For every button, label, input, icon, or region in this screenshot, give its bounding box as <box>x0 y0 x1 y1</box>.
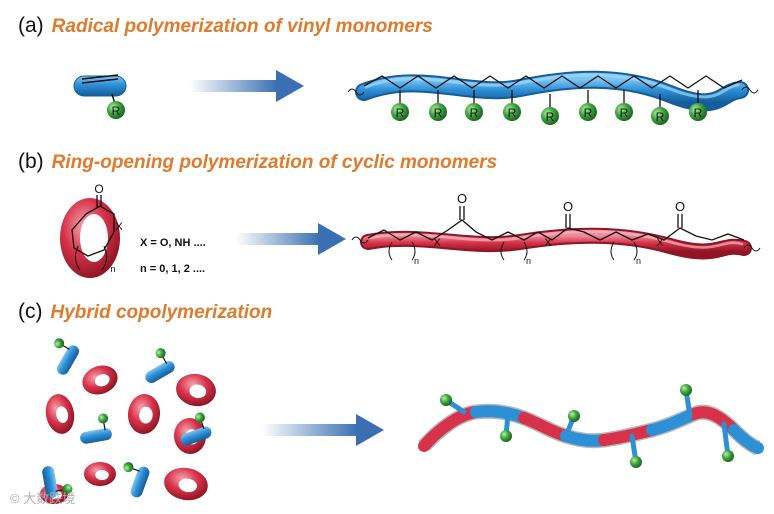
cyclic-monomer-ring <box>176 373 216 407</box>
substituent-label: R <box>470 106 479 120</box>
substituent-ball <box>689 103 707 121</box>
panel-b-caption: Ring-opening polymerization of cyclic mo… <box>51 152 498 173</box>
substituent-ball <box>503 103 521 121</box>
copolymer-side-ball <box>500 430 512 442</box>
polyester-index-1: n <box>414 256 419 266</box>
panel-c-caption: Hybrid copolymerization <box>50 302 273 323</box>
hetero-definition: X = O, NH .... <box>140 237 206 249</box>
cyclic-monomer: O X n <box>60 182 123 278</box>
vinyl-monomer-stick <box>123 462 150 498</box>
vinyl-monomer: R <box>73 74 127 119</box>
substituent-ball <box>465 103 483 121</box>
copolymer-side-ball <box>680 384 692 396</box>
substituent-ball <box>391 103 409 121</box>
monomer-mixture <box>40 338 216 504</box>
panel-c-title: (c) Hybrid copolymerization <box>18 300 272 324</box>
copolymer-side-ball <box>440 394 452 406</box>
vinyl-monomer-stick <box>42 466 73 498</box>
watermark: © 大数跌境 <box>10 491 76 506</box>
vinyl-monomer-stick <box>145 348 175 383</box>
cyclic-monomer-ring <box>45 394 75 434</box>
copolymer-segment <box>728 424 764 454</box>
hybrid-copolymer <box>418 384 764 468</box>
polyester-index-2: n <box>526 256 531 266</box>
substituent-ball <box>615 103 633 121</box>
polyester-index-3: n <box>636 256 641 266</box>
polyester-carbonyl-2: O <box>563 199 573 214</box>
arrow-b <box>236 223 346 255</box>
substituent-label: R <box>434 106 443 120</box>
substituent-ball <box>429 103 447 121</box>
panel-a-title: (a) Radical polymerization of vinyl monom… <box>18 14 433 38</box>
panel-a-letter: (a) <box>18 14 44 37</box>
vinyl-monomer-stick <box>54 338 79 375</box>
polyvinyl-chain <box>347 70 759 112</box>
cyclic-monomer-ring <box>84 462 116 486</box>
substituent-label: R <box>620 106 629 120</box>
polyester-labels: O O O X X X n n n <box>414 191 685 266</box>
polyester-chain <box>351 206 761 261</box>
monomer-index-label: n <box>110 264 115 274</box>
substituent-label: R <box>694 106 703 120</box>
monomer-hetero-label: X <box>115 221 123 233</box>
substituent-label: R <box>508 106 517 120</box>
arrow-c <box>262 414 384 446</box>
substituent-label: R <box>584 106 593 120</box>
polyester-carbonyl-1: O <box>457 191 467 206</box>
copolymer-side-ball <box>722 450 734 462</box>
cyclic-monomer-ring <box>127 394 161 434</box>
monomer-carbonyl-label: O <box>94 182 103 196</box>
index-definition: n = 0, 1, 2 .... <box>140 263 205 275</box>
substituent-ball <box>541 107 559 125</box>
panel-b-letter: (b) <box>18 150 44 173</box>
substituent-label: R <box>396 106 405 120</box>
cyclic-monomer-ring <box>164 467 208 501</box>
copolymer-side-ball <box>630 456 642 468</box>
cyclic-monomer-ring <box>82 365 118 395</box>
polyester-hetero-3: X <box>656 237 664 249</box>
substituent-ball <box>579 103 597 121</box>
substituent-ball <box>651 107 669 125</box>
copolymer-side-ball <box>568 410 580 422</box>
vinyl-monomer-stick <box>180 412 212 446</box>
panel-c-letter: (c) <box>18 300 43 323</box>
polyester-hetero-2: X <box>544 237 552 249</box>
panel-a-caption: Radical polymerization of vinyl monomers <box>51 16 433 37</box>
copolymer-segment <box>470 405 530 424</box>
vinyl-substituent-label: R <box>112 104 121 118</box>
polyester-carbonyl-3: O <box>675 199 685 214</box>
substituent-label: R <box>656 110 665 124</box>
panel-b-title: (b) Ring-opening polymerization of cyclic… <box>18 150 497 174</box>
vinyl-monomer-stick <box>80 413 112 444</box>
substituent-label: R <box>546 110 555 124</box>
arrow-a <box>190 70 304 102</box>
polyester-hetero-1: X <box>433 237 441 249</box>
